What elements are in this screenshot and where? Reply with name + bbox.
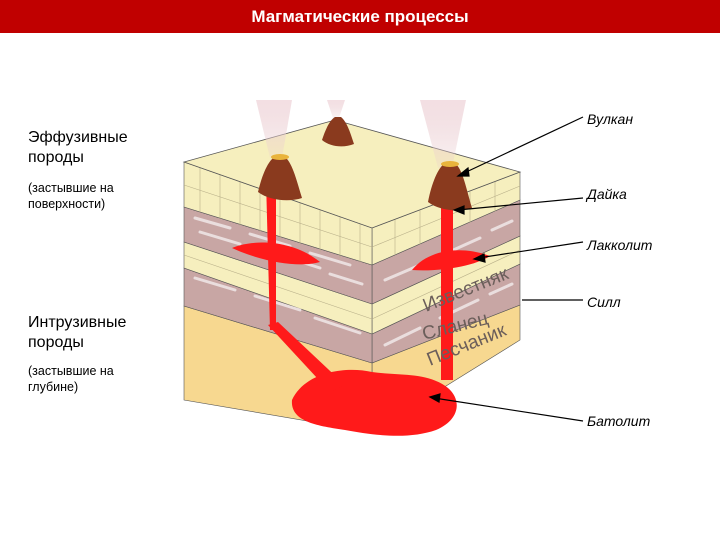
intrusive-rocks-note: (застывшие на глубине)	[28, 364, 114, 394]
label-volcano: Вулкан	[587, 111, 634, 127]
label-laccolith: Лакколит	[587, 237, 653, 253]
label-dike: Дайка	[587, 186, 627, 202]
laccolith-shape	[412, 250, 490, 271]
effusive-rocks-heading: Эффузивные породы	[28, 129, 128, 166]
label-batholith: Батолит	[587, 413, 651, 429]
batholith-shape	[291, 369, 457, 436]
volcano-small	[322, 117, 354, 147]
volcano-left	[258, 154, 302, 201]
sill-shape-left	[232, 242, 320, 265]
intrusive-rocks-heading: Интрузивные породы	[28, 314, 127, 351]
steam-plumes	[256, 100, 466, 168]
effusive-rocks-note: (застывшие на поверхности)	[28, 181, 114, 211]
label-pointers	[428, 116, 584, 422]
page-title: Магматические процессы	[0, 0, 720, 33]
label-sill: Силл	[587, 294, 621, 310]
